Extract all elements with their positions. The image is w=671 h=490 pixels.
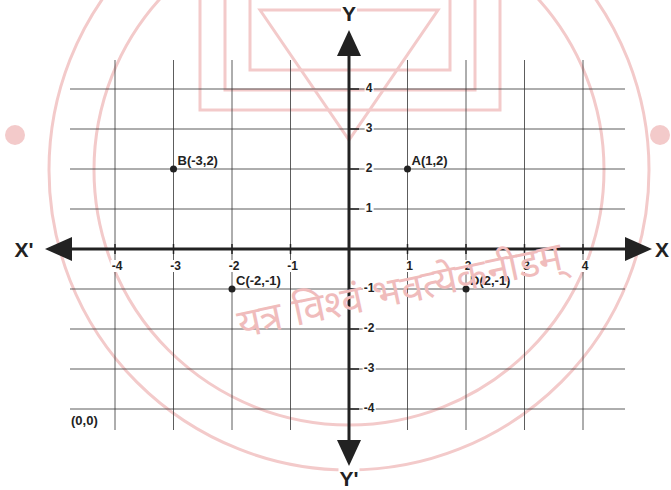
axis-name: X xyxy=(654,239,670,260)
tick-mark xyxy=(349,328,359,330)
axes xyxy=(45,30,652,466)
axis-arrowhead xyxy=(337,440,361,466)
x-tick-label: -1 xyxy=(286,260,299,272)
watermark-emblem xyxy=(5,0,670,470)
tick-mark xyxy=(465,244,467,254)
y-tick-label: 2 xyxy=(365,162,374,174)
plotted-point xyxy=(170,166,177,173)
y-tick-label: 4 xyxy=(365,82,374,94)
axis-name: Y xyxy=(341,3,357,24)
grid-line xyxy=(115,60,116,430)
tick-mark xyxy=(349,88,359,90)
y-tick-label: -2 xyxy=(363,322,376,334)
tick-mark xyxy=(407,244,409,254)
plotted-point xyxy=(229,286,236,293)
y-tick-label: 3 xyxy=(365,122,374,134)
axis-name: Y' xyxy=(338,468,359,489)
grid-line xyxy=(173,60,174,430)
point-label: A(1,2) xyxy=(411,154,449,167)
x-tick-label: 4 xyxy=(581,260,590,272)
grid-line xyxy=(232,60,233,430)
grid-line xyxy=(407,60,408,430)
tick-mark xyxy=(349,208,359,210)
x-tick-label: -3 xyxy=(169,260,182,272)
y-axis xyxy=(348,45,351,450)
watermark-dot xyxy=(5,125,25,145)
axis-arrowhead xyxy=(337,30,361,56)
watermark-text: यत्र विश्वं भवत्येकनीडम् xyxy=(234,236,566,344)
y-tick-label: -3 xyxy=(363,362,376,374)
origin-label: (0,0) xyxy=(70,414,99,427)
axis-arrowhead xyxy=(45,237,72,261)
x-tick-label: -4 xyxy=(111,260,124,272)
axis-arrowhead xyxy=(625,237,652,261)
y-tick-label: -4 xyxy=(363,402,376,414)
tick-mark xyxy=(114,244,116,254)
axis-name: X' xyxy=(13,239,34,260)
tick-mark xyxy=(231,244,233,254)
grid-line xyxy=(466,60,467,430)
point-label: B(-3,2) xyxy=(177,154,219,167)
tick-mark xyxy=(173,244,175,254)
tick-mark xyxy=(349,368,359,370)
watermark-dot xyxy=(650,125,670,145)
tick-mark xyxy=(349,408,359,410)
x-tick-label: -2 xyxy=(228,260,241,272)
grid-line xyxy=(290,60,291,430)
tick-mark xyxy=(349,168,359,170)
tick-mark xyxy=(582,244,584,254)
plotted-point xyxy=(404,166,411,173)
tick-mark xyxy=(349,128,359,130)
tick-mark xyxy=(290,244,292,254)
watermark-ring xyxy=(49,0,649,470)
grid-line xyxy=(583,60,584,430)
point-label: C(-2,-1) xyxy=(235,274,282,287)
y-tick-label: 1 xyxy=(365,202,374,214)
